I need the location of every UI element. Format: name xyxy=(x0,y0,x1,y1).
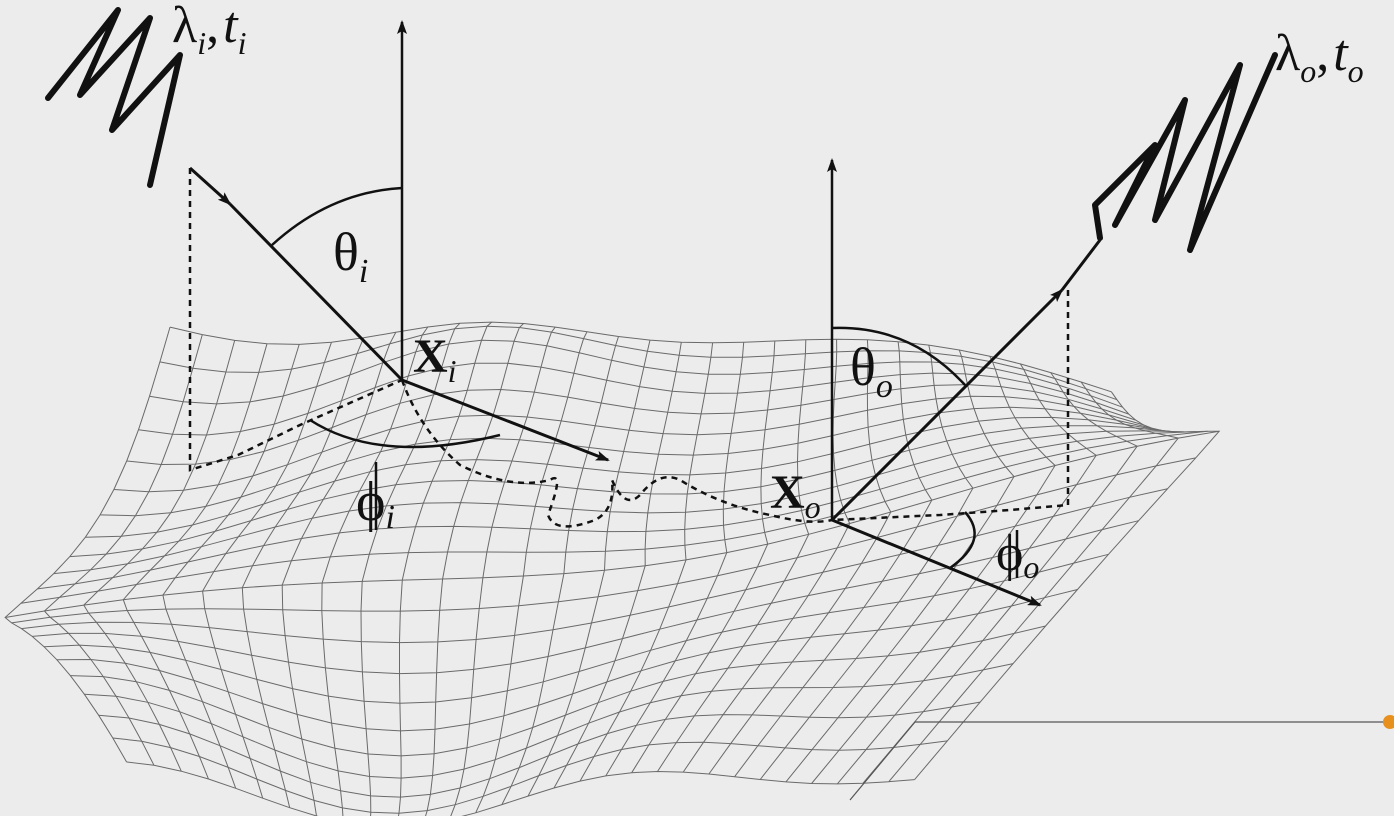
mesh-line xyxy=(862,372,1138,784)
outgoing-ray xyxy=(1060,239,1102,291)
outgoing-projection xyxy=(831,290,1070,522)
mesh-line xyxy=(579,342,714,782)
mesh-line xyxy=(785,349,1015,783)
mesh-line xyxy=(553,342,682,789)
mesh-line xyxy=(759,344,974,780)
mesh-line xyxy=(281,332,397,816)
mesh-line xyxy=(397,321,493,816)
callout-dot xyxy=(1383,715,1394,729)
mesh-line xyxy=(4,326,171,763)
theta-o-arc xyxy=(831,326,966,386)
incident-wave xyxy=(45,7,183,188)
phi-i-label: ϕi xyxy=(356,471,395,536)
mesh-line xyxy=(527,339,651,797)
mesh-line xyxy=(708,339,892,775)
mesh-line xyxy=(126,761,915,816)
mesh-line xyxy=(113,395,1144,493)
mesh-line xyxy=(122,343,268,780)
theta-i-arc xyxy=(271,186,403,246)
mesh-line xyxy=(425,323,524,816)
incident-ray-arrow xyxy=(188,166,232,206)
theta-o-label: θo xyxy=(850,337,893,405)
phi-o-label: ϕo xyxy=(996,525,1039,585)
phi-o-arc xyxy=(949,511,976,570)
mesh-line xyxy=(682,339,851,773)
phi-i-arc xyxy=(309,418,501,449)
x-o-label: Xo xyxy=(770,466,821,525)
mesh-line xyxy=(159,325,1118,401)
incident-projection xyxy=(188,168,403,472)
x-i-label: Xi xyxy=(413,330,457,389)
mesh-line xyxy=(657,339,810,772)
outgoing-ray-arrow xyxy=(830,288,1064,522)
incident-ray xyxy=(228,202,404,382)
mesh-line xyxy=(888,381,1180,783)
theta-i-label: θi xyxy=(333,222,368,290)
mesh-line xyxy=(734,341,933,778)
mesh-line xyxy=(360,322,461,816)
mesh-line xyxy=(631,340,776,773)
mesh-line xyxy=(202,342,332,799)
tangent-arrow-xo xyxy=(831,518,1042,607)
mesh-line xyxy=(84,663,1014,779)
mesh-line xyxy=(241,337,365,808)
callout-line xyxy=(849,721,1387,801)
mesh-line xyxy=(501,336,619,805)
mesh-line xyxy=(162,344,300,789)
subsurface-path xyxy=(400,379,833,528)
surface-mesh xyxy=(4,321,1221,816)
mesh-line xyxy=(836,363,1097,785)
incident-wave-label: λi,ti xyxy=(172,0,246,61)
mesh-line xyxy=(450,326,556,816)
mesh-line xyxy=(605,342,745,777)
mesh-line xyxy=(83,340,236,772)
mesh-line xyxy=(914,391,1221,780)
mesh-line xyxy=(475,331,588,814)
outgoing-wave xyxy=(1092,52,1278,253)
outgoing-wave-label: λo,to xyxy=(1275,25,1364,89)
mesh-line xyxy=(321,326,429,816)
mesh-line xyxy=(112,737,948,814)
mesh-line xyxy=(43,334,203,766)
tangent-arrow-xi xyxy=(401,378,610,462)
mesh-line xyxy=(811,356,1056,784)
